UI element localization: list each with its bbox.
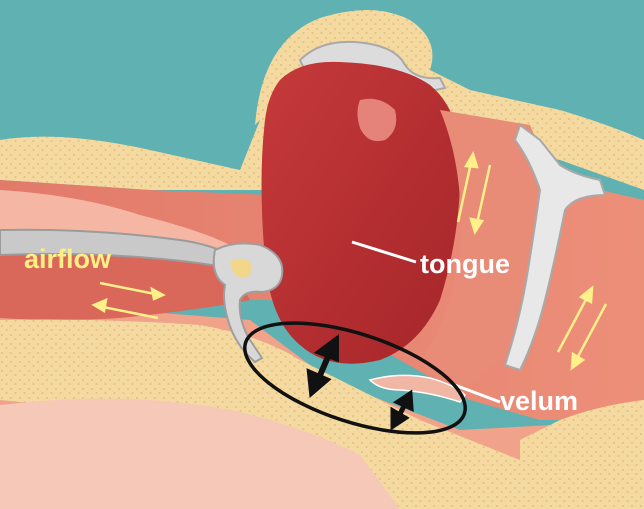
airflow-label: airflow — [24, 244, 112, 274]
velum-label: velum — [500, 386, 578, 416]
tongue-label: tongue — [420, 249, 510, 279]
